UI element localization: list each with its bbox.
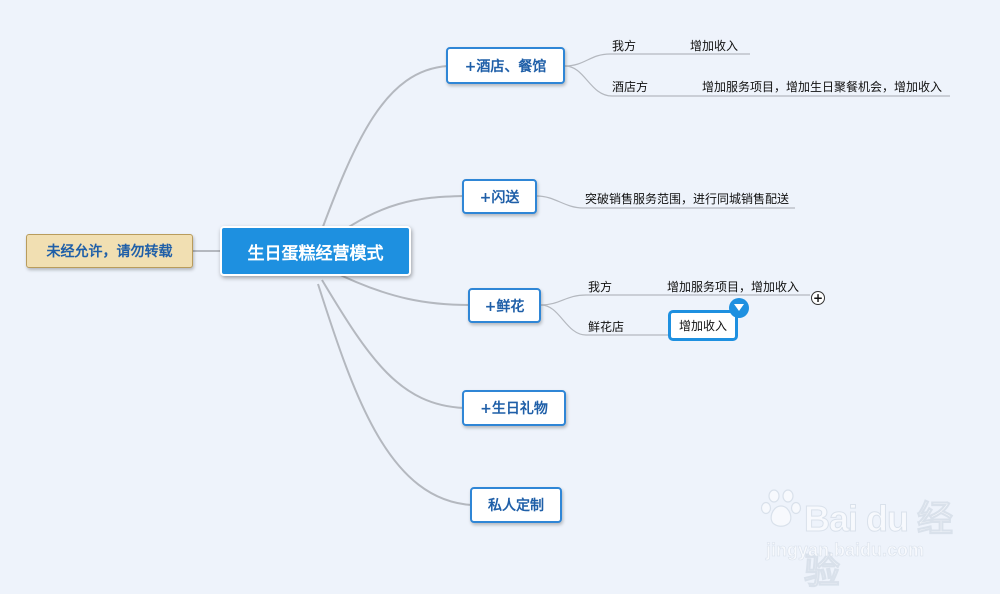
watermark-url: jingyan.baidu.com — [766, 540, 925, 561]
branch-delivery[interactable]: +闪送 — [462, 179, 537, 214]
dropdown-triangle-icon[interactable] — [729, 298, 749, 318]
note-label: 未经允许，请勿转载 — [46, 244, 173, 260]
baidu-watermark: Bai du 经验 jingyan.baidu.com — [760, 482, 960, 592]
connector-gift — [321, 279, 465, 409]
watermark-brand: Bai du 经验 — [804, 498, 954, 592]
connector-hotel-sub1 — [564, 53, 750, 67]
branch-custom[interactable]: 私人定制 — [470, 487, 562, 523]
connector-delivery-leaf — [536, 195, 795, 209]
central-topic-label: 生日蛋糕经营模式 — [247, 243, 384, 264]
flower-sub2-value: 增加收入 — [678, 319, 727, 333]
flower-sub2-value-selected[interactable]: 增加收入 — [668, 310, 738, 341]
flower-sub1-value[interactable]: 增加服务项目，增加收入 — [667, 280, 800, 294]
connector-flower-sub1 — [540, 294, 810, 306]
flower-sub2-label[interactable]: 鲜花店 — [588, 320, 625, 334]
delivery-leaf[interactable]: 突破销售服务范围，进行同城销售配送 — [585, 192, 790, 206]
branch-hotel[interactable]: +酒店、餐馆 — [446, 47, 565, 84]
branch-gift[interactable]: +生日礼物 — [462, 390, 566, 426]
connector-hotel — [317, 65, 449, 241]
hotel-sub2-value[interactable]: 增加服务项目，增加生日聚餐机会，增加收入 — [702, 80, 943, 94]
triangle-down-icon — [734, 304, 744, 311]
connector-custom — [317, 283, 473, 506]
flower-sub1-label[interactable]: 我方 — [588, 280, 613, 294]
branch-hotel-label: +酒店、餐馆 — [464, 58, 547, 75]
connector-flower — [329, 269, 471, 306]
expand-plus-symbol: + — [812, 291, 824, 305]
hotel-sub2-label[interactable]: 酒店方 — [612, 80, 649, 94]
connector-flower-sub2 — [540, 304, 668, 336]
hotel-sub1-value[interactable]: 增加收入 — [690, 39, 739, 53]
branch-custom-label: 私人定制 — [488, 498, 544, 514]
branch-flower[interactable]: +鲜花 — [468, 288, 541, 323]
paw-logo-icon — [760, 489, 802, 527]
hotel-sub1-label[interactable]: 我方 — [612, 39, 637, 53]
branch-gift-label: +生日礼物 — [480, 401, 548, 417]
connector-hotel-sub2 — [564, 65, 950, 97]
expand-plus-icon[interactable]: + — [811, 291, 825, 305]
branch-flower-label: +鲜花 — [484, 298, 525, 315]
branch-delivery-label: +闪送 — [479, 189, 520, 206]
central-topic[interactable]: 生日蛋糕经营模式 — [220, 226, 411, 276]
note-node[interactable]: 未经允许，请勿转载 — [26, 234, 193, 268]
